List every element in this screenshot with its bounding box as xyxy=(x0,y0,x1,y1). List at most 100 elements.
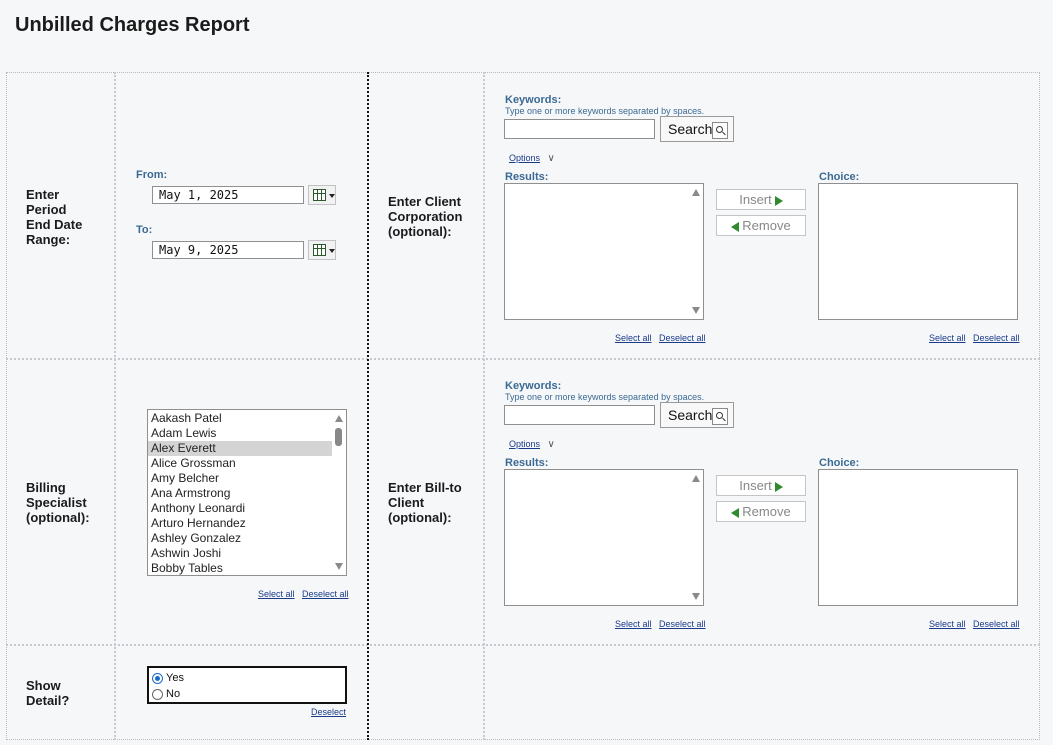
scrollbar[interactable] xyxy=(332,410,346,575)
client-corp-choice-list[interactable] xyxy=(818,183,1018,320)
list-item[interactable]: Amy Belcher xyxy=(151,471,220,485)
bill-to-options-toggle[interactable]: Options ∨ xyxy=(509,434,555,452)
search-icon xyxy=(712,408,728,425)
radio-option-yes[interactable]: Yes xyxy=(149,670,345,686)
arrow-left-icon xyxy=(731,221,740,232)
billing-specialist-links: Select all Deselect all xyxy=(258,584,349,602)
list-item[interactable]: Ashwin Joshi xyxy=(151,546,222,560)
chevron-down-icon: ∨ xyxy=(547,153,555,164)
show-detail-label: Show Detail? xyxy=(26,678,70,708)
radio-label: Yes xyxy=(166,672,184,684)
choice-label: Choice: xyxy=(819,171,860,183)
list-item[interactable]: Alex Everett xyxy=(148,441,332,456)
list-item[interactable]: Ana Armstrong xyxy=(151,486,231,500)
bill-to-choice-list[interactable] xyxy=(818,469,1018,606)
select-all-link[interactable]: Select all xyxy=(615,619,652,629)
page-title: Unbilled Charges Report xyxy=(15,14,250,36)
list-item[interactable]: Bobby Tables xyxy=(151,561,223,575)
scrollbar[interactable] xyxy=(689,184,703,319)
bill-to-label: Enter Bill-to Client (optional): xyxy=(388,480,462,525)
bill-to-search-button[interactable]: Search xyxy=(660,402,734,428)
search-icon xyxy=(712,122,728,139)
deselect-all-link[interactable]: Deselect all xyxy=(972,619,1020,629)
bill-to-insert-button[interactable]: Insert xyxy=(716,475,806,496)
from-calendar-button[interactable] xyxy=(308,185,336,205)
client-corp-options-toggle[interactable]: Options ∨ xyxy=(509,148,555,166)
choice-label: Choice: xyxy=(819,457,860,469)
column-divider xyxy=(114,72,116,740)
choice-links: Select all Deselect all xyxy=(929,614,1020,632)
column-divider-main xyxy=(367,72,369,740)
calendar-icon xyxy=(313,189,326,201)
caret-down-icon xyxy=(329,194,335,198)
form-grid xyxy=(6,72,1040,740)
radio-option-no[interactable]: No xyxy=(149,686,345,702)
scroll-up-icon[interactable] xyxy=(335,415,343,422)
arrow-right-icon xyxy=(774,481,783,492)
insert-label: Insert xyxy=(739,478,772,493)
arrow-right-icon xyxy=(774,195,783,206)
results-label: Results: xyxy=(505,457,549,469)
list-item[interactable]: Adam Lewis xyxy=(151,426,217,440)
bill-to-remove-button[interactable]: Remove xyxy=(716,501,806,522)
client-corp-results-list[interactable] xyxy=(504,183,704,320)
scroll-down-icon[interactable] xyxy=(692,593,700,600)
select-all-link[interactable]: Select all xyxy=(258,589,295,599)
options-link[interactable]: Options xyxy=(509,153,541,163)
bill-to-results-list[interactable] xyxy=(504,469,704,606)
client-corp-remove-button[interactable]: Remove xyxy=(716,215,806,236)
deselect-link[interactable]: Deselect xyxy=(311,707,347,717)
select-all-link[interactable]: Select all xyxy=(929,333,966,343)
results-links: Select all Deselect all xyxy=(615,614,706,632)
date-range-label: Enter Period End Date Range: xyxy=(26,187,83,247)
list-item[interactable]: Anthony Leonardi xyxy=(151,501,246,515)
from-label: From: xyxy=(136,169,168,181)
to-date-field[interactable]: May 9, 2025 xyxy=(152,241,304,259)
insert-label: Insert xyxy=(739,192,772,207)
client-corp-search-button[interactable]: Search xyxy=(660,116,734,142)
search-label: Search xyxy=(668,121,713,137)
remove-label: Remove xyxy=(742,218,791,233)
bill-to-keywords-input[interactable] xyxy=(504,405,655,425)
from-date-field[interactable]: May 1, 2025 xyxy=(152,186,304,204)
select-all-link[interactable]: Select all xyxy=(929,619,966,629)
options-link[interactable]: Options xyxy=(509,439,541,449)
radio-yes[interactable] xyxy=(152,672,163,684)
calendar-icon xyxy=(313,244,326,256)
keywords-hint: Type one or more keywords separated by s… xyxy=(505,392,705,402)
client-corp-label: Enter Client Corporation (optional): xyxy=(388,194,463,239)
scroll-down-icon[interactable] xyxy=(335,563,343,570)
arrow-left-icon xyxy=(731,507,740,518)
chevron-down-icon: ∨ xyxy=(547,439,555,450)
results-links: Select all Deselect all xyxy=(615,328,706,346)
list-item[interactable]: Ashley Gonzalez xyxy=(151,531,242,545)
client-corp-insert-button[interactable]: Insert xyxy=(716,189,806,210)
client-corp-keywords-input[interactable] xyxy=(504,119,655,139)
deselect-all-link[interactable]: Deselect all xyxy=(301,589,349,599)
caret-down-icon xyxy=(329,249,335,253)
billing-specialist-label: Billing Specialist (optional): xyxy=(26,480,90,525)
list-item[interactable]: Aakash Patel xyxy=(151,411,222,425)
column-divider xyxy=(483,72,485,740)
keywords-label: Keywords: xyxy=(505,380,562,392)
radio-label: No xyxy=(166,688,181,700)
deselect-all-link[interactable]: Deselect all xyxy=(658,333,706,343)
scroll-down-icon[interactable] xyxy=(692,307,700,314)
select-all-link[interactable]: Select all xyxy=(615,333,652,343)
search-label: Search xyxy=(668,407,713,423)
row-divider xyxy=(6,358,1040,360)
scrollbar[interactable] xyxy=(689,470,703,605)
to-label: To: xyxy=(136,224,153,236)
radio-no[interactable] xyxy=(152,688,163,700)
list-item[interactable]: Arturo Hernandez xyxy=(151,516,246,530)
list-item[interactable]: Alice Grossman xyxy=(151,456,236,470)
to-calendar-button[interactable] xyxy=(308,240,336,260)
deselect-all-link[interactable]: Deselect all xyxy=(972,333,1020,343)
keywords-hint: Type one or more keywords separated by s… xyxy=(505,106,705,116)
scroll-up-icon[interactable] xyxy=(692,189,700,196)
scroll-up-icon[interactable] xyxy=(692,475,700,482)
deselect-all-link[interactable]: Deselect all xyxy=(658,619,706,629)
choice-links: Select all Deselect all xyxy=(929,328,1020,346)
scroll-thumb[interactable] xyxy=(335,428,342,446)
